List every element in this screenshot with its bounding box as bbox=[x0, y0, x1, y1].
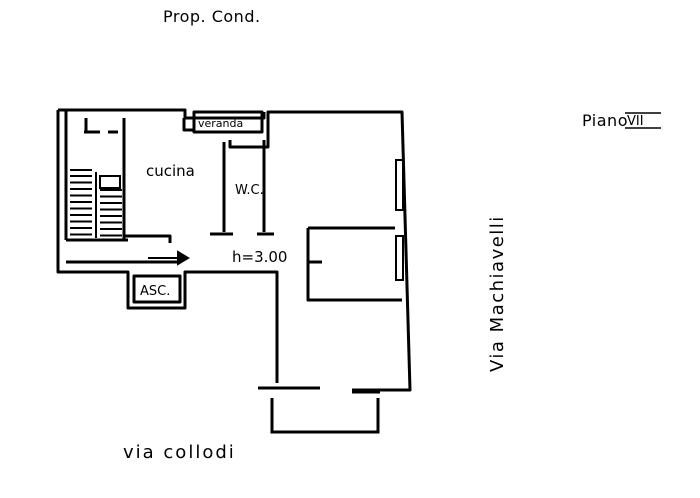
kitchen-wall-right bbox=[182, 118, 194, 132]
lift-label: ASC. bbox=[140, 284, 170, 299]
street-right-label: Via Machiavelli bbox=[487, 215, 508, 372]
stair-treads bbox=[70, 175, 122, 237]
window-1 bbox=[395, 159, 404, 211]
lift-box bbox=[132, 274, 182, 304]
veranda-box bbox=[192, 110, 264, 134]
floor-label: Piano VII bbox=[582, 111, 661, 130]
room-wall-lower bbox=[306, 262, 402, 302]
floor-prefix-label: Piano bbox=[582, 111, 628, 130]
entrance-arrow bbox=[148, 250, 190, 266]
room-wall-mid bbox=[306, 228, 322, 264]
flue-symbol bbox=[99, 175, 121, 189]
floor-number-label: VII bbox=[627, 114, 644, 129]
kitchen-wall bbox=[124, 234, 172, 243]
windows bbox=[395, 159, 404, 281]
balcony-outline bbox=[270, 398, 380, 434]
walls bbox=[56, 108, 412, 392]
height-label: h=3.00 bbox=[232, 248, 287, 266]
outer-wall-right bbox=[228, 110, 412, 392]
kitchen-label: cucina bbox=[146, 162, 195, 180]
balcony bbox=[258, 386, 380, 434]
outer-wall bbox=[56, 110, 279, 383]
street-bottom-label: via collodi bbox=[123, 442, 236, 463]
owner-label: Prop. Cond. bbox=[163, 7, 261, 26]
window-2 bbox=[395, 235, 404, 281]
veranda-label: veranda bbox=[198, 117, 243, 130]
staircase bbox=[70, 169, 97, 238]
wc-label: W.C. bbox=[235, 183, 264, 198]
